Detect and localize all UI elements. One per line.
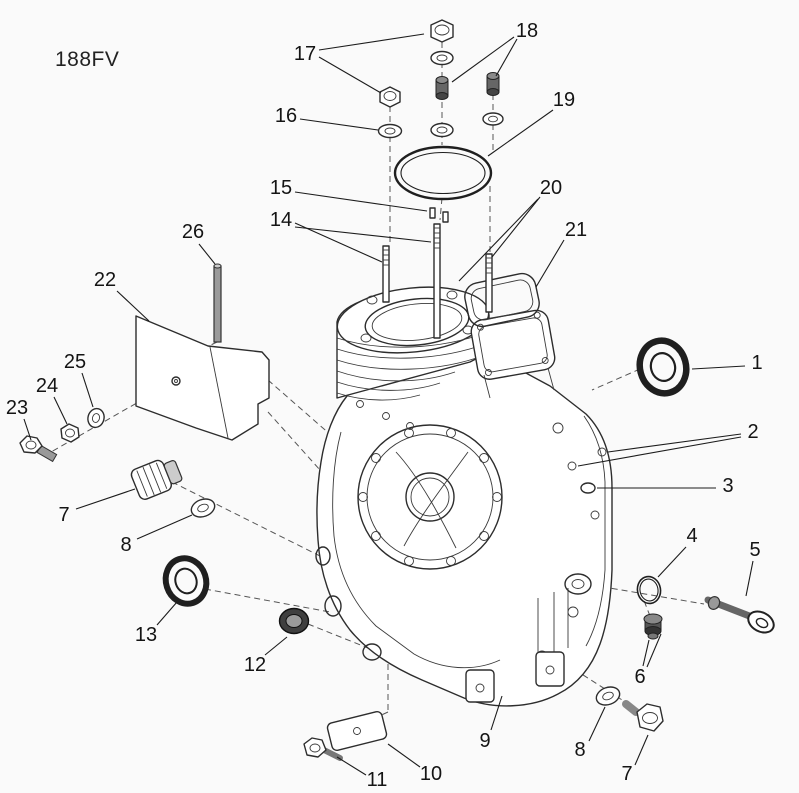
callout-3: 3 <box>722 475 733 497</box>
callout-15: 15 <box>270 177 292 199</box>
part-17-washer <box>430 50 454 66</box>
part-7-plug-right <box>622 700 664 732</box>
part-17-nuts <box>379 19 454 108</box>
callout-17: 17 <box>294 43 316 65</box>
part-25-washer <box>87 407 105 429</box>
leader-line-2 <box>577 436 742 467</box>
part-1-oil-seal <box>636 337 690 397</box>
crankcase-side-details <box>315 400 607 703</box>
leader-line-17 <box>318 56 382 94</box>
leader-line-26 <box>198 243 216 265</box>
leader-line-8a <box>136 514 193 540</box>
part-18-bolts <box>435 72 500 100</box>
part-13-oil-seal <box>162 555 210 607</box>
part-8-washer-right <box>595 686 621 706</box>
leader-line-17 <box>318 33 425 51</box>
cooling-fins <box>336 331 489 401</box>
callout-19: 19 <box>553 89 575 111</box>
part-18-washers <box>430 112 504 138</box>
leader-line-21 <box>535 239 565 288</box>
leader-line-19 <box>487 109 554 157</box>
callout-6: 6 <box>634 666 645 688</box>
leader-line-1 <box>691 365 746 370</box>
leader-line-4 <box>657 546 687 578</box>
model-label: 188FV <box>55 48 120 71</box>
leader-line-16 <box>299 118 379 131</box>
callout-7a: 7 <box>58 504 69 526</box>
leader-line-20 <box>458 198 539 282</box>
callout-13: 13 <box>135 624 157 646</box>
leader-line-8b <box>588 706 606 742</box>
callout-26: 26 <box>182 221 204 243</box>
callout-16: 16 <box>275 105 297 127</box>
part-16-washer <box>377 123 403 139</box>
callout-5: 5 <box>749 539 760 561</box>
leader-line-24 <box>53 396 68 425</box>
leader-line-10 <box>387 743 421 768</box>
leader-line-5 <box>745 560 754 597</box>
leader-line-9 <box>490 695 503 731</box>
callout-10: 10 <box>420 763 442 785</box>
part-20-stud <box>485 253 493 313</box>
leader-line-7b <box>634 734 649 766</box>
leader-line-6 <box>646 633 662 668</box>
callout-7b: 7 <box>621 763 632 785</box>
leader-line-12 <box>264 636 288 656</box>
callout-25: 25 <box>64 351 86 373</box>
part-6-bolt <box>643 613 663 640</box>
leader-line-25 <box>81 372 94 408</box>
leader-line-18 <box>451 36 515 83</box>
leader-line-2 <box>607 433 742 453</box>
crankcase-body <box>315 357 613 707</box>
part-22-bracket <box>135 315 270 441</box>
pushrod-chamber <box>470 309 556 380</box>
part-12-plug <box>278 607 310 635</box>
callout-22: 22 <box>94 269 116 291</box>
leader-line-23 <box>23 418 32 441</box>
crankcase-front-opening <box>357 424 503 570</box>
leader-line-7a <box>75 488 136 510</box>
callout-21: 21 <box>565 219 587 241</box>
callout-23: 23 <box>6 397 28 419</box>
part-7-plug-left <box>130 459 183 500</box>
callout-4: 4 <box>686 525 697 547</box>
callout-12: 12 <box>244 654 266 676</box>
callout-11: 11 <box>367 769 388 791</box>
part-4-o-ring <box>636 575 662 605</box>
callout-18: 18 <box>516 20 538 42</box>
leader-line-14 <box>294 222 383 263</box>
part-24-nut <box>60 423 80 443</box>
part-21-chamber-gasket <box>464 272 540 328</box>
cylinder-with-fins <box>336 286 490 401</box>
leader-line-22 <box>116 290 150 322</box>
part-8-washer-left <box>190 498 216 518</box>
part-5-dipstick <box>704 596 775 634</box>
callout-1: 1 <box>751 352 762 374</box>
part-26-rod <box>213 263 222 343</box>
leader-line-18 <box>495 38 518 77</box>
part-19-o-ring-gasket <box>393 145 493 201</box>
callout-8a: 8 <box>120 534 131 556</box>
callout-2: 2 <box>747 421 758 443</box>
leader-line-14 <box>294 226 432 243</box>
leader-line-20 <box>491 196 541 258</box>
part-15-dowel-pins <box>429 207 449 223</box>
callout-20: 20 <box>540 177 562 199</box>
part-23-bolt <box>19 435 58 463</box>
callout-9: 9 <box>479 730 490 752</box>
callout-8b: 8 <box>574 739 585 761</box>
callout-24: 24 <box>36 375 58 397</box>
callout-14: 14 <box>270 209 292 231</box>
leader-line-15 <box>294 191 428 212</box>
leader-line-13 <box>156 601 178 626</box>
leader-line-11 <box>336 756 367 776</box>
part-10-plate <box>326 711 388 751</box>
part-14-studs <box>382 223 441 339</box>
leader-line-6 <box>642 639 650 667</box>
